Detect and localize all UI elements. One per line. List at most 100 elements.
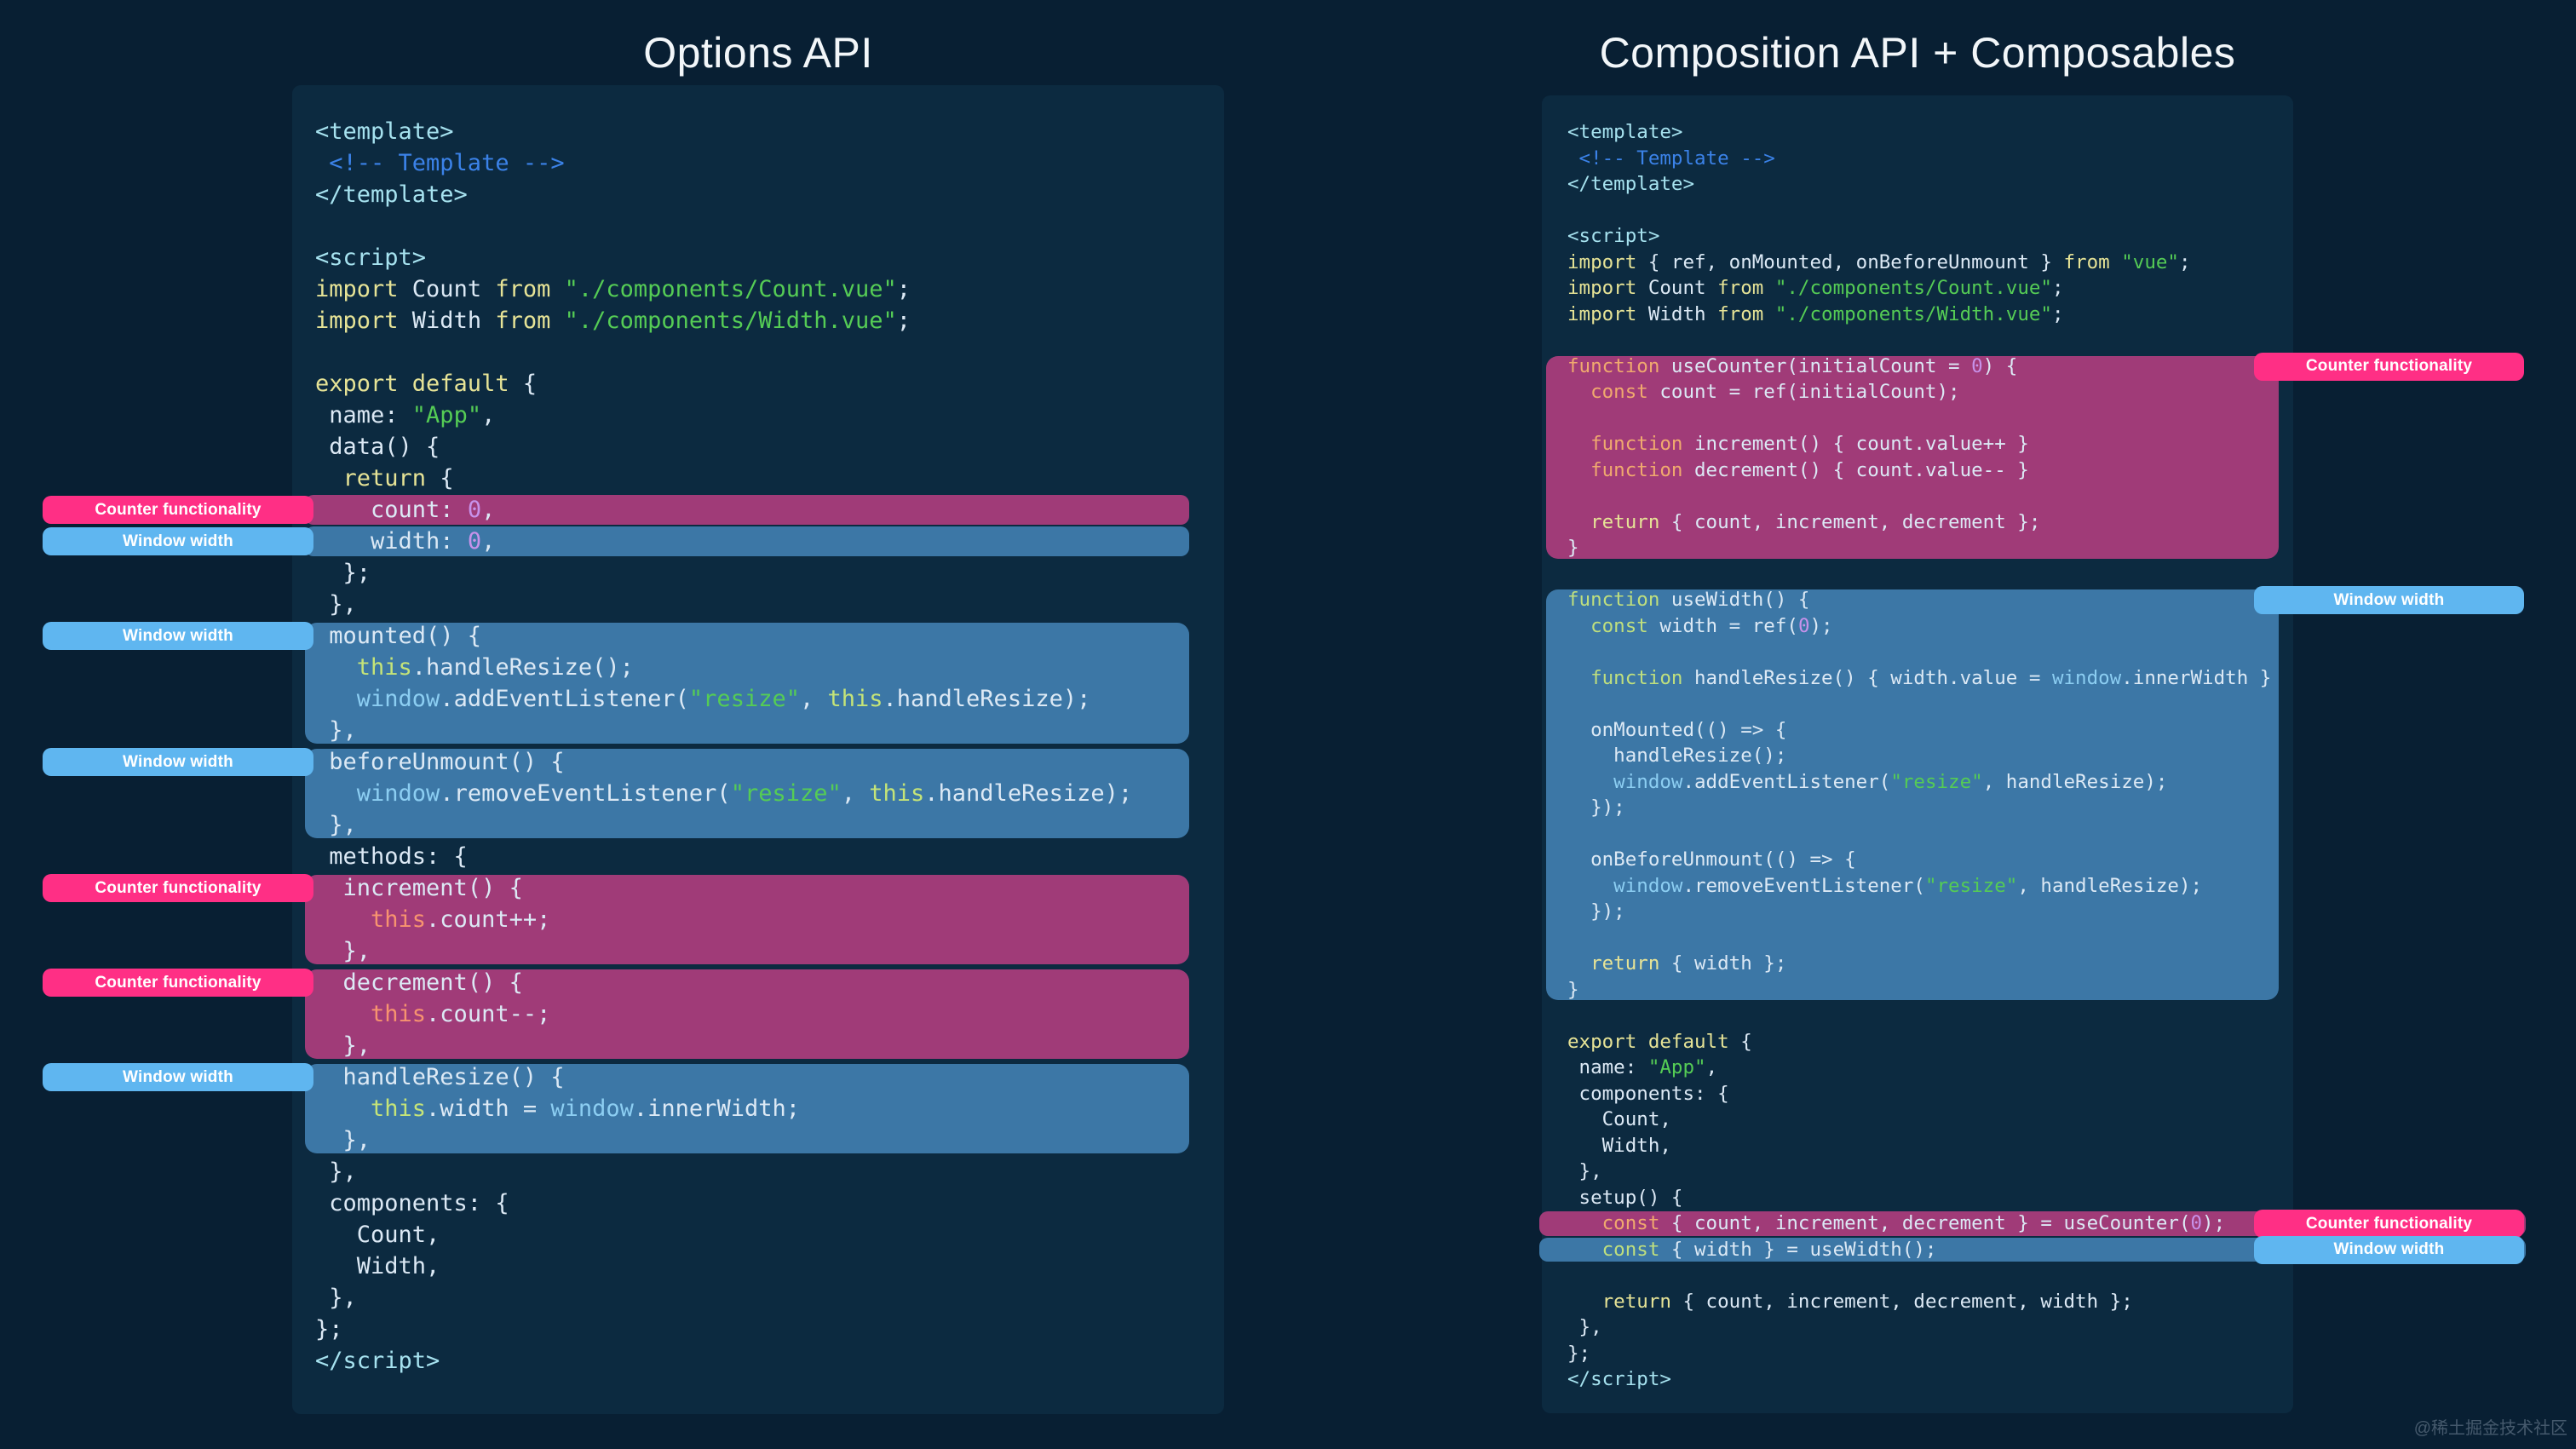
code-line: width: 0, [292,526,1224,557]
code-line: import Width from "./components/Width.vu… [292,305,1224,336]
code-line [1542,483,2293,509]
code-line: } [1542,535,2293,561]
code-line: const width = ref(0); [1542,613,2293,640]
highlight-band-blue [1546,639,2279,665]
code-line: components: { [1542,1081,2293,1107]
code-line: }, [292,809,1224,841]
code-line: name: "App", [292,400,1224,431]
composition-api-code-panel: <template> <!-- Template --></template> <… [1542,95,2293,1413]
code-line: window.removeEventListener("resize", han… [1542,873,2293,900]
code-line [1542,639,2293,665]
code-line: const count = ref(initialCount); [1542,379,2293,405]
counter-functionality-label: Counter functionality [2254,1210,2524,1238]
code-line: data() { [292,431,1224,463]
highlight-band-blue [1546,821,2279,848]
code-line: function useCounter(initialCount = 0) { [1542,354,2293,380]
composition-api-title: Composition API + Composables [1542,26,2293,80]
options-api-title: Options API [292,26,1224,80]
code-line [1542,925,2293,952]
code-line [1542,198,2293,224]
code-line: function increment() { count.value++ } [1542,431,2293,457]
code-line: <template> [292,116,1224,147]
code-line: }; [292,557,1224,589]
code-line: import Count from "./components/Count.vu… [292,273,1224,305]
code-line: const { width } = useWidth(); [1542,1237,2293,1263]
code-line: import Width from "./components/Width.vu… [1542,302,2293,328]
code-line: </template> [292,179,1224,210]
code-line: this.handleResize(); [292,652,1224,683]
counter-functionality-label: Counter functionality [43,496,313,524]
window-width-label: Window width [43,1063,313,1091]
code-line: }, [292,1124,1224,1156]
code-line: window.addEventListener("resize", handle… [1542,769,2293,796]
code-line: Width, [292,1251,1224,1282]
code-line: Width, [1542,1133,2293,1159]
code-line: import { ref, onMounted, onBeforeUnmount… [1542,250,2293,276]
highlight-band-pink [1546,483,2279,509]
code-line: }, [292,1156,1224,1187]
code-line: }, [292,935,1224,967]
code-line: Count, [292,1219,1224,1251]
code-line [1542,1003,2293,1029]
code-line: this.width = window.innerWidth; [292,1093,1224,1124]
code-line: count: 0, [292,494,1224,526]
window-width-label: Window width [43,748,313,776]
counter-functionality-label: Counter functionality [43,874,313,902]
code-line: }, [292,1282,1224,1314]
code-line: decrement() { [292,967,1224,998]
code-line: }, [1542,1159,2293,1185]
code-line: <script> [292,242,1224,273]
code-line: <script> [1542,223,2293,250]
code-line: </script> [292,1345,1224,1377]
code-line: function useWidth() { [1542,587,2293,613]
counter-functionality-label: Counter functionality [43,969,313,997]
code-line: return { count, increment, decrement }; [1542,509,2293,536]
window-width-label: Window width [2254,1236,2524,1264]
code-line: setup() { [1542,1185,2293,1211]
code-line: </script> [1542,1366,2293,1393]
code-line: function handleResize() { width.value = … [1542,665,2293,692]
code-line: }; [1542,1341,2293,1367]
window-width-label: Window width [43,622,313,650]
code-line [1542,1262,2293,1289]
code-line: <!-- Template --> [1542,146,2293,172]
code-line: <template> [1542,119,2293,146]
code-line [1542,561,2293,588]
code-line: handleResize(); [1542,743,2293,769]
watermark: @稀土掘金技术社区 [2414,1414,2567,1439]
code-line [1542,405,2293,432]
code-line: </template> [1542,171,2293,198]
code-line: methods: { [292,841,1224,872]
code-line: this.count++; [292,904,1224,935]
code-line: return { width }; [1542,951,2293,977]
code-line: mounted() { [292,620,1224,652]
code-line: } [1542,977,2293,1003]
code-line: components: { [292,1187,1224,1219]
code-line: import Count from "./components/Count.vu… [1542,275,2293,302]
code-line: }, [292,715,1224,746]
highlight-band-pink [1546,405,2279,432]
code-line [1542,327,2293,354]
code-column-options: <template> <!-- Template --></template> <… [292,116,1224,1377]
code-line: onMounted(() => { [1542,717,2293,744]
code-line: onBeforeUnmount(() => { [1542,847,2293,873]
window-width-label: Window width [2254,586,2524,614]
code-line: function decrement() { count.value-- } [1542,457,2293,484]
highlight-band-blue [1546,925,2279,952]
code-line: increment() { [292,872,1224,904]
code-line: }; [292,1314,1224,1345]
code-line [1542,691,2293,717]
code-column-composition: <template> <!-- Template --></template> <… [1542,119,2293,1393]
code-line: }); [1542,899,2293,925]
code-line: return { count, increment, decrement, wi… [1542,1289,2293,1315]
code-line: export default { [1542,1029,2293,1055]
code-line [292,336,1224,368]
code-line: <!-- Template --> [292,147,1224,179]
code-line: window.removeEventListener("resize", thi… [292,778,1224,809]
highlight-band-blue [1546,691,2279,717]
code-line [1542,821,2293,848]
code-line [292,210,1224,242]
code-line: return { [292,463,1224,494]
code-line: const { count, increment, decrement } = … [1542,1210,2293,1237]
